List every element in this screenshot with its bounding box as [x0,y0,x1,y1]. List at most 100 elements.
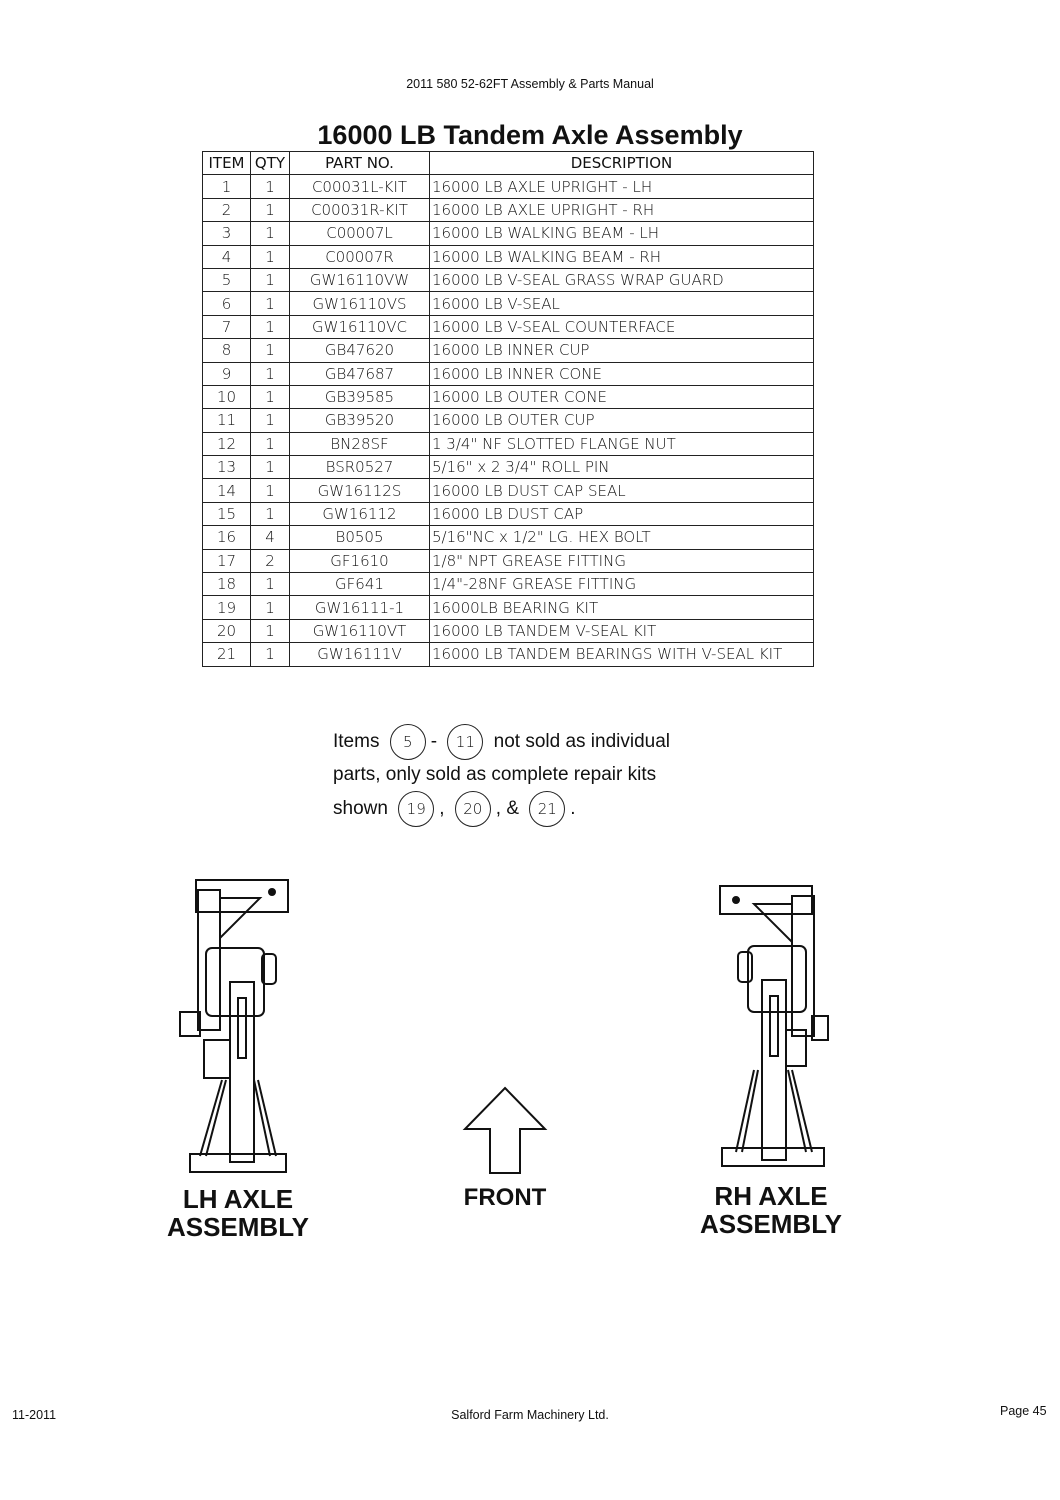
front-label: FRONT [463,1184,547,1211]
column-header-qty: QTY [250,150,290,176]
cell-part-no: GF641 [289,572,430,597]
cell-part-no: GB47620 [289,338,430,363]
cell-qty: 1 [250,642,290,667]
cell-item: 7 [202,314,251,340]
cell-qty: 1 [250,595,290,620]
cell-qty: 1 [250,314,290,340]
cell-description: 16000LB BEARING KIT [429,595,814,620]
cell-qty: 1 [250,572,290,597]
cell-item: 16 [202,525,251,550]
cell-item: 3 [202,221,251,246]
note-comma: , [439,797,445,819]
item-callout-19: 19 [398,790,435,827]
column-header-item: ITEM [202,150,251,176]
cell-item: 20 [202,618,251,644]
cell-item: 1 [202,174,251,199]
note-shown-word: shown [333,797,388,819]
cell-part-no: GW16110VS [289,291,430,316]
note-line-3: shown 19, 20, & 21. [333,790,670,827]
cell-qty: 1 [250,197,290,223]
cell-qty: 1 [250,267,290,293]
cell-part-no: GB39585 [289,384,430,410]
cell-item: 5 [202,267,251,293]
cell-description: 16000 LB V-SEAL GRASS WRAP GUARD [429,267,814,293]
cell-description: 16000 LB TANDEM V-SEAL KIT [429,618,814,644]
cell-description: 5/16" x 2 3/4" ROLL PIN [429,455,814,480]
item-callout-20: 20 [454,790,491,827]
cell-item: 18 [202,572,251,597]
cell-qty: 1 [250,408,290,433]
cell-item: 4 [202,244,251,269]
cell-qty: 1 [250,244,290,269]
footer-date: 11-2011 [12,1408,57,1422]
cell-description: 16000 LB DUST CAP [429,501,814,527]
cell-item: 21 [202,642,251,667]
cell-description: 16000 LB OUTER CONE [429,384,814,410]
cell-qty: 1 [250,384,290,410]
item-callout-11: 11 [447,724,484,760]
cell-item: 17 [202,548,251,574]
cell-part-no: C00007L [289,221,430,246]
cell-part-no: B0505 [289,525,430,550]
cell-part-no: BSR0527 [289,455,430,480]
cell-part-no: GW16112S [289,478,430,503]
cell-part-no: GB39520 [289,408,430,433]
note-period: . [570,797,576,819]
cell-qty: 1 [250,478,290,503]
kit-note: Items 5- 11 not sold as individual parts… [333,724,670,827]
cell-qty: 4 [250,525,290,550]
cell-part-no: BN28SF [289,431,430,457]
cell-item: 11 [202,408,251,433]
note-dash: - [430,731,438,753]
cell-item: 14 [202,478,251,503]
cell-description: 1 3/4" NF SLOTTED FLANGE NUT [429,431,814,457]
cell-part-no: GW16110VT [289,618,430,644]
cell-description: 16000 LB V-SEAL COUNTERFACE [429,314,814,340]
cell-part-no: GW16111V [289,642,430,667]
lh-axle-label-line-2: ASSEMBLY [166,1212,310,1242]
cell-description: 5/16"NC x 1/2" LG. HEX BOLT [429,525,814,550]
cell-description: 1/4"-28NF GREASE FITTING [429,572,814,597]
cell-part-no: C00031L-KIT [289,174,430,199]
footer-page-number: Page 45 [1000,1404,1047,1418]
cell-qty: 2 [250,548,290,574]
rh-axle-label: RH AXLE ASSEMBLY [683,1182,859,1238]
cell-description: 16000 LB WALKING BEAM - LH [429,221,814,246]
cell-item: 9 [202,361,251,386]
cell-qty: 1 [250,338,290,363]
cell-item: 19 [202,595,251,620]
cell-qty: 1 [250,618,290,644]
cell-qty: 1 [250,221,290,246]
cell-item: 15 [202,501,251,527]
cell-qty: 1 [250,174,290,199]
lh-axle-label: LH AXLE ASSEMBLY [150,1185,326,1241]
cell-description: 16000 LB INNER CUP [429,338,814,363]
front-arrow-icon [462,1086,548,1174]
cell-qty: 1 [250,291,290,316]
cell-part-no: GW16110VC [289,314,430,340]
rh-axle-label-line-2: ASSEMBLY [699,1209,843,1239]
note-items-word: Items [333,731,380,753]
rh-axle-label-line-1: RH AXLE [714,1181,828,1211]
lh-axle-label-line-1: LH AXLE [182,1184,294,1214]
cell-description: 16000 LB DUST CAP SEAL [429,478,814,503]
cell-item: 2 [202,197,251,223]
cell-part-no: GW16111-1 [289,595,430,620]
cell-description: 1/8" NPT GREASE FITTING [429,548,814,574]
cell-item: 6 [202,291,251,316]
lh-axle-drawing [179,879,289,1173]
rh-axle-drawing [719,885,829,1167]
